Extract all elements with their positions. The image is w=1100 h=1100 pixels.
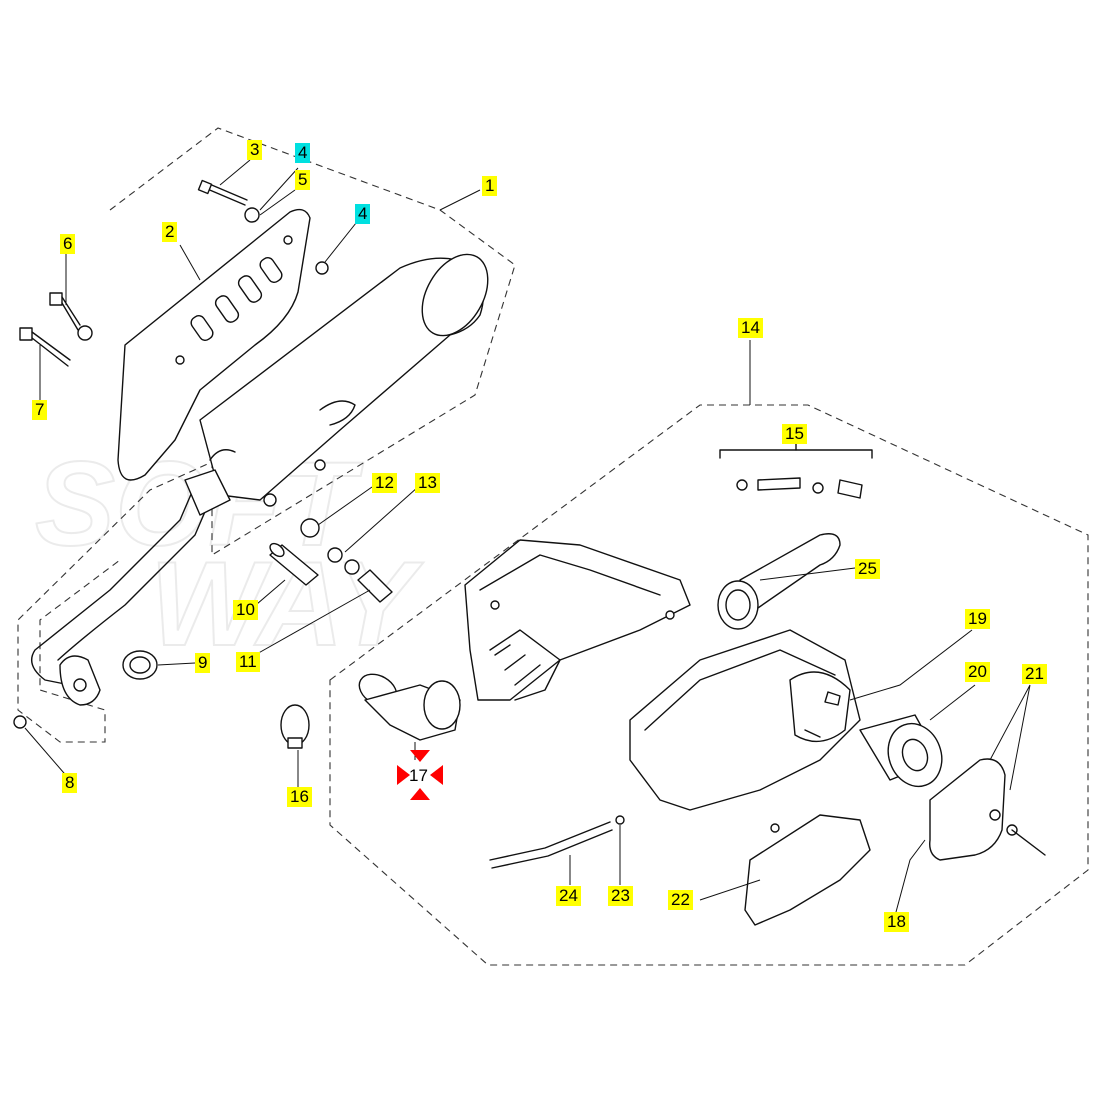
callout-22[interactable]: 22	[668, 890, 693, 910]
filter-housing-part	[629, 629, 861, 811]
washer-13-part	[344, 559, 360, 575]
callout-12[interactable]: 12	[372, 473, 397, 493]
callout-6[interactable]: 6	[60, 234, 76, 254]
leader-lines	[24, 159, 1031, 913]
callout-21[interactable]: 21	[1022, 664, 1047, 684]
callout-8[interactable]: 8	[62, 773, 78, 793]
callout-10[interactable]: 10	[233, 600, 258, 620]
callout-11[interactable]: 11	[236, 652, 260, 672]
bolt-3-part	[197, 179, 248, 206]
gasket-9-part	[122, 650, 158, 680]
filter-cover-21-part	[929, 758, 1046, 861]
callout-15[interactable]: 15	[782, 424, 807, 444]
bolt-6-part	[49, 292, 93, 341]
spacer-10-part	[269, 542, 319, 586]
callout-20[interactable]: 20	[965, 662, 990, 682]
muffler-part	[199, 253, 489, 507]
group-boundary-airbox	[329, 404, 1089, 966]
breather-15-part	[719, 439, 873, 499]
callout-4-upper[interactable]: 4	[295, 143, 311, 163]
callout-4-lower[interactable]: 4	[355, 204, 371, 224]
callout-24[interactable]: 24	[556, 886, 581, 906]
callout-19[interactable]: 19	[965, 609, 990, 629]
air-box-part	[464, 539, 691, 701]
callout-14[interactable]: 14	[738, 318, 763, 338]
tube-25-part	[717, 533, 841, 630]
nut-4-part	[315, 261, 329, 275]
callout-3[interactable]: 3	[247, 140, 263, 160]
callout-16[interactable]: 16	[287, 787, 312, 807]
callout-5[interactable]: 5	[295, 170, 311, 190]
bolt-7-part	[19, 327, 71, 367]
callout-13[interactable]: 13	[415, 473, 440, 493]
bushing-12-part	[300, 518, 320, 538]
locator-marker-17	[397, 750, 443, 800]
bushing-13-part	[327, 547, 343, 563]
exhaust-pipe-part	[31, 469, 231, 706]
filter-element-20-part	[859, 714, 943, 788]
hose-24-part	[489, 821, 613, 869]
callout-23[interactable]: 23	[608, 886, 633, 906]
heat-shield-part	[117, 208, 311, 481]
callout-17[interactable]: 17	[409, 766, 428, 785]
intake-tube-17-part	[358, 673, 461, 741]
washer-5-part	[244, 207, 260, 223]
spacer-11-part	[357, 569, 393, 603]
nut-8-part	[13, 715, 27, 729]
callout-1[interactable]: 1	[482, 176, 498, 196]
clip-23-part	[615, 815, 625, 825]
lower-cover-22-part	[744, 814, 871, 926]
clamp-16-part	[280, 704, 310, 749]
callout-2[interactable]: 2	[162, 222, 178, 242]
callout-7[interactable]: 7	[32, 400, 48, 420]
callout-9[interactable]: 9	[195, 653, 211, 673]
callout-18[interactable]: 18	[884, 912, 909, 932]
callout-25[interactable]: 25	[855, 559, 880, 579]
